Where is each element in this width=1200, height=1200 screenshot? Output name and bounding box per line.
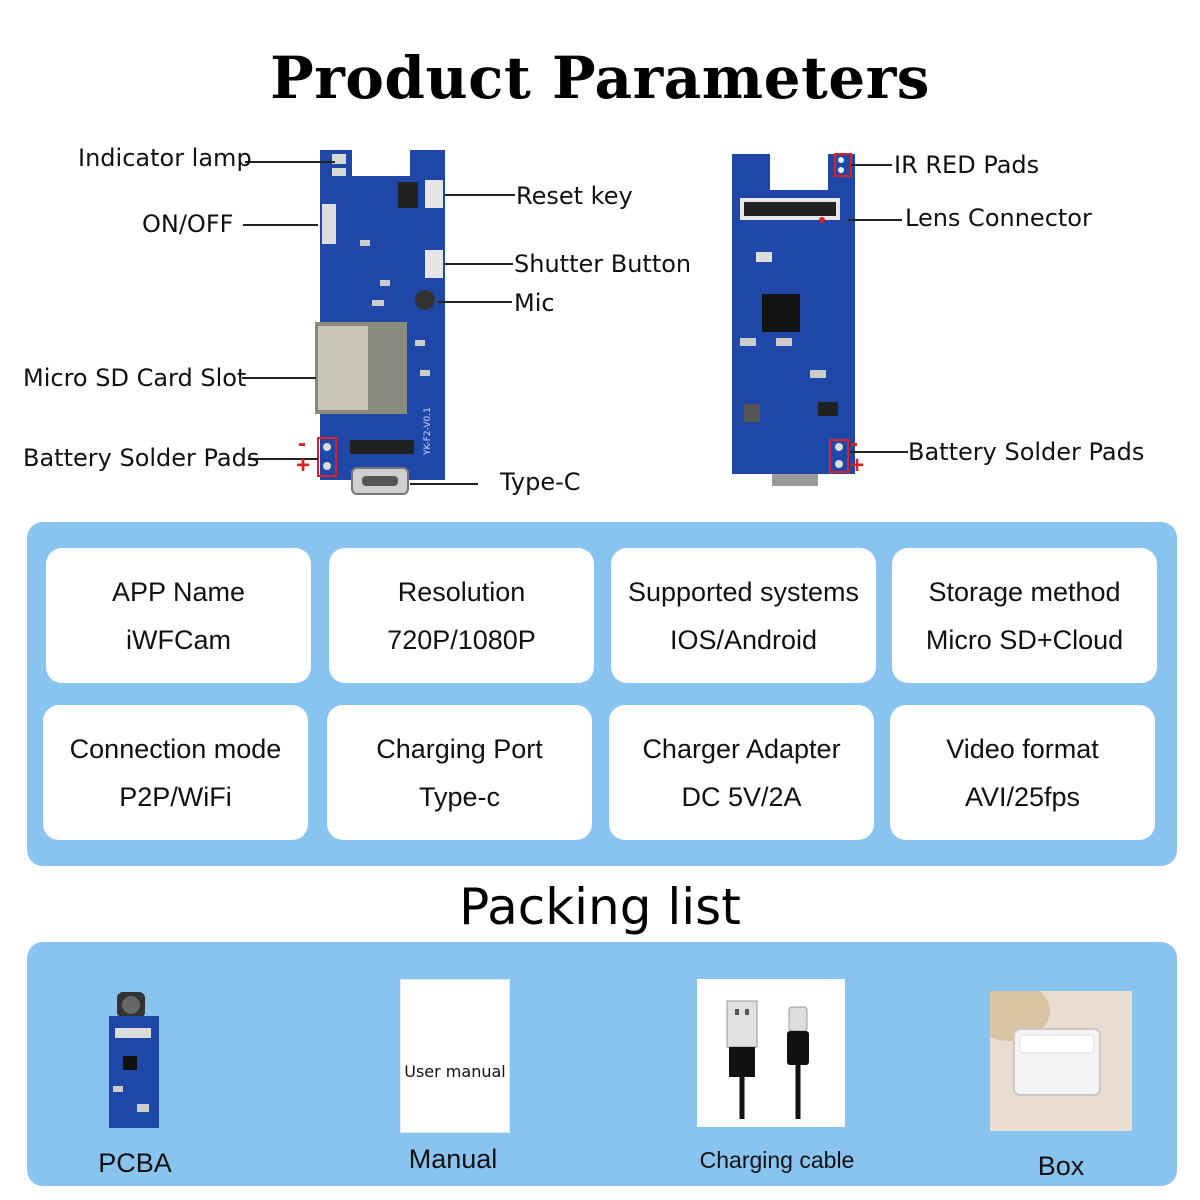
spec-card-charger-adapter: Charger Adapter DC 5V/2A xyxy=(609,705,874,840)
spec-value: AVI/25fps xyxy=(964,781,1081,812)
front-plus-marker: + xyxy=(296,452,311,479)
packing-item-charging-cable: Charging cable xyxy=(699,1147,855,1173)
ir-red-pads-label: IR RED Pads xyxy=(894,151,1040,179)
packing-item-manual: Manual xyxy=(408,1144,498,1174)
spec-panel: APP Name iWFCam Resolution 720P/1080P Su… xyxy=(27,522,1177,866)
manual-cover-text: User manual xyxy=(404,1062,506,1081)
spec-value: iWFCam xyxy=(126,624,231,655)
manual-image: User manual xyxy=(400,979,510,1133)
indicator-lamp-label: Indicator lamp xyxy=(78,144,252,172)
spec-value: 720P/1080P xyxy=(387,624,536,655)
back-board-figure: - + IR RED Pads Lens Connector Battery S… xyxy=(700,140,1200,500)
cable-icon xyxy=(726,1000,809,1119)
packing-list-title: Packing list xyxy=(459,878,741,936)
back-plus-marker: + xyxy=(850,452,865,479)
spec-label: Connection mode xyxy=(69,733,282,764)
spec-label: Video format xyxy=(946,733,1099,764)
packing-panel: PCBA User manual Manual Charging cable B… xyxy=(27,942,1177,1186)
spec-value: P2P/WiFi xyxy=(119,781,232,812)
micro-sd-label: Micro SD Card Slot xyxy=(23,364,247,392)
spec-label: Charger Adapter xyxy=(642,733,841,764)
pcba-image xyxy=(109,992,159,1128)
front-minus-marker: - xyxy=(298,430,306,457)
cable-image xyxy=(697,979,845,1127)
reset-key-label: Reset key xyxy=(516,182,633,210)
back-battery-pads-label: Battery Solder Pads xyxy=(908,438,1145,466)
packing-item-pcba: PCBA xyxy=(98,1148,172,1178)
spec-card-video-format: Video format AVI/25fps xyxy=(890,705,1155,840)
back-board-image xyxy=(732,153,908,486)
spec-label: Charging Port xyxy=(376,733,543,764)
spec-card-app-name: APP Name iWFCam xyxy=(46,548,311,683)
mic-label: Mic xyxy=(514,289,555,317)
back-minus-marker: - xyxy=(850,430,858,457)
type-c-label: Type-C xyxy=(500,468,581,496)
packing-item-box: Box xyxy=(1037,1151,1085,1181)
spec-card-charging-port: Charging Port Type-c xyxy=(327,705,592,840)
box-image xyxy=(970,981,1132,1131)
lens-connector-label: Lens Connector xyxy=(905,204,1092,232)
shutter-button-label: Shutter Button xyxy=(514,250,692,278)
spec-card-connection-mode: Connection mode P2P/WiFi xyxy=(43,705,308,840)
spec-card-resolution: Resolution 720P/1080P xyxy=(329,548,594,683)
on-off-label: ON/OFF xyxy=(142,210,234,238)
spec-card-supported-systems: Supported systems IOS/Android xyxy=(611,548,876,683)
page-title: Product Parameters xyxy=(270,44,930,112)
spec-value: Type-c xyxy=(418,781,501,812)
spec-label: APP Name xyxy=(111,576,246,607)
spec-label: Supported systems xyxy=(627,576,860,607)
box-icon xyxy=(970,981,1101,1096)
spec-value: DC 5V/2A xyxy=(681,781,802,812)
front-board-image: YK-F2-V0.1 xyxy=(242,150,515,495)
spec-value: Micro SD+Cloud xyxy=(925,624,1124,655)
spec-label: Resolution xyxy=(397,576,526,607)
spec-card-storage-method: Storage method Micro SD+Cloud xyxy=(892,548,1157,683)
front-board-figure: YK-F2-V0.1 - + Indicator lamp ON/OFF Mic… xyxy=(0,140,700,510)
svg-text:YK-F2-V0.1: YK-F2-V0.1 xyxy=(423,407,433,456)
spec-value: IOS/Android xyxy=(669,624,818,655)
spec-label: Storage method xyxy=(928,576,1121,607)
front-battery-pads-label: Battery Solder Pads xyxy=(23,444,260,472)
